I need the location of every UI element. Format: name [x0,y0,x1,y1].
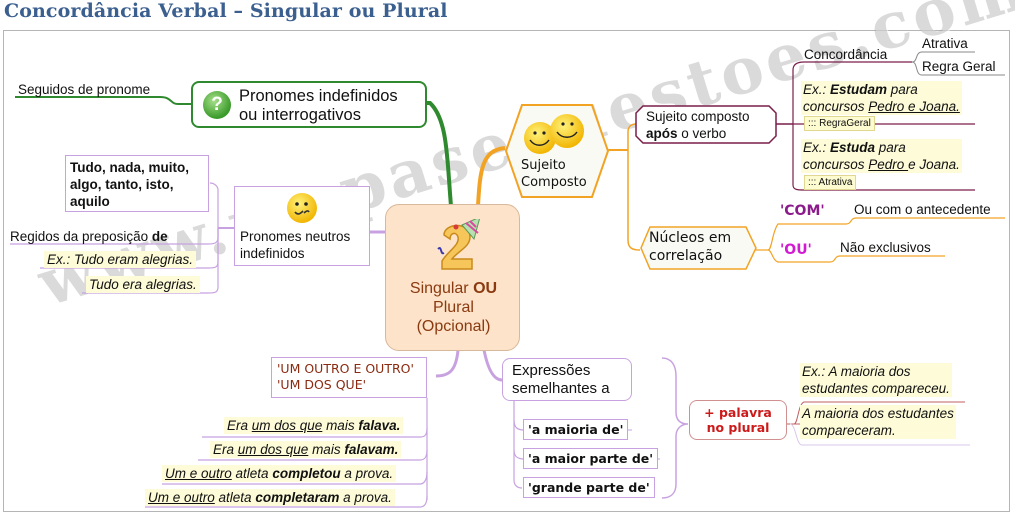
two-smileys-icon [524,112,590,154]
expression-item[interactable]: 'grande parte de' [523,477,655,498]
list-line-3: aquilo [70,194,110,209]
pronomes-indefinidos-line1: Pronomes indefinidos [239,87,398,105]
expressoes-line1: Expressões [512,362,591,379]
central-topic-node[interactable]: Singular OU Plural (Opcional) [385,204,520,351]
central-topic-line1: Singular OU [409,280,498,297]
expression-item[interactable]: 'a maior parte de' [523,448,659,469]
pronomes-neutros-node[interactable]: Pronomes neutros indefinidos [234,186,370,266]
central-topic-line2: Plural [433,299,474,316]
example-tudo-era: Tudo era alegrias. [86,276,200,293]
sujeito-apos-node[interactable]: Sujeito composto após o verbo [646,108,750,142]
nucleos-hexagon [640,226,757,270]
example-falavam: Era um dos que mais falavam. [210,441,402,458]
sujeito-composto-line2: Composto [521,175,587,190]
example-estudam: Ex.: Estudam para concursos Pedro e Joan… [801,81,962,115]
example-tudo-eram: Ex.: Tudo eram alegrias. [44,251,197,268]
pronomes-indefinidos-line2: ou interrogativos [239,106,361,124]
number-two-party-hat-icon [436,216,484,271]
nucleos-line2: correlação [649,248,723,264]
pronomes-neutros-list-node[interactable]: Tudo, nada, muito, algo, tanto, isto, aq… [65,155,209,212]
atrativa-tag[interactable]: ::: Atrativa [804,175,857,190]
example-completaram: Um e outro atleta completaram a prova. [145,489,395,506]
regra-geral-label: Regra Geral [922,59,996,74]
seguidos-de-pronome-label: Seguidos de pronome [18,82,151,97]
ou-description: Não exclusivos [840,240,931,255]
sujeito-apos-line2: após o verbo [646,126,727,141]
um-outro-line1: 'UM OUTRO E OUTRO' [277,361,414,376]
nucleos-node[interactable]: Núcleos em correlação [649,229,731,265]
com-label: 'COM' [780,203,825,219]
palavra-plural-node[interactable]: + palavra no plural [689,400,787,440]
example-falava: Era um dos que mais falava. [224,417,404,434]
expressoes-node[interactable]: Expressões semelhantes a [502,358,632,401]
um-outro-line2: 'UM DOS QUE' [277,377,367,392]
concordancia-label: Concordância [804,47,888,62]
sujeito-apos-line1: Sujeito composto [646,109,750,124]
um-outro-node[interactable]: 'UM OUTRO E OUTRO' 'UM DOS QUE' [271,357,427,398]
sujeito-composto-line1: Sujeito [521,158,566,173]
plural-line2: no plural [706,420,770,435]
expression-item[interactable]: 'a maioria de' [523,419,629,440]
atrativa-label: Atrativa [922,36,968,51]
central-topic-line3: (Opcional) [416,318,491,335]
confused-smiley-icon [287,193,317,223]
com-description: Ou com o antecedente [854,202,991,217]
example-compareceu: Ex.: A maioria dos estudantes compareceu… [800,363,952,397]
pronomes-neutros-line2: indefinidos [240,246,305,261]
plural-line1: + palavra [704,405,772,420]
list-line-1: Tudo, nada, muito, [70,160,189,175]
expressoes-line2: semelhantes a [512,380,610,397]
list-line-2: algo, tanto, isto, [70,177,174,192]
example-estuda: Ex.: Estuda para concursos Pedro e Joana… [801,139,962,173]
page-title: Concordância Verbal – Singular ou Plural [4,0,448,22]
nucleos-line1: Núcleos em [649,230,732,246]
regra-geral-tag[interactable]: ::: RegraGeral [804,116,875,131]
example-compareceram: A maioria dos estudantes compareceram. [800,405,956,439]
pronomes-neutros-line1: Pronomes neutros [240,229,351,244]
regidos-preposicao-label: Regidos da preposição de [10,229,168,244]
sujeito-composto-node[interactable]: Sujeito Composto [504,104,610,198]
question-mark-icon: ? [203,91,231,119]
sujeito-apos-shape [635,105,777,144]
example-completou: Um e outro atleta completou a prova. [162,465,397,482]
pronomes-indefinidos-node[interactable]: ? Pronomes indefinidos ou interrogativos [191,81,427,128]
ou-label: 'OU' [780,242,812,258]
